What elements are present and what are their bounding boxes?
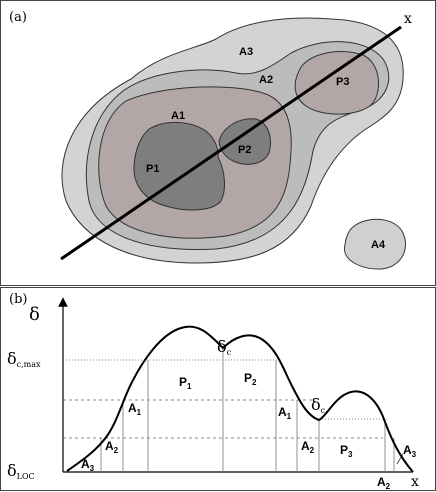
region-p1	[133, 122, 226, 211]
label-a2: A2	[259, 74, 273, 86]
label-b-a1-right: A1	[278, 405, 292, 421]
x-axis-label-b: x	[411, 474, 419, 490]
delta-c-2: δc	[311, 395, 326, 415]
label-b-p3: P3	[340, 443, 353, 459]
delta-c-max: δc,max	[7, 349, 41, 369]
panel-b: (b) δ x δc,max δLOC δc δc P1 P2 P3 A1 A2…	[0, 287, 436, 491]
delta-loc: δLOC	[7, 461, 35, 481]
label-b-a3-right: A3	[403, 443, 417, 459]
delta-c-1: δc	[217, 337, 232, 357]
panel-a: (a) x A3 A2 A1 P1 P2 P3 A4	[0, 0, 436, 286]
label-a3: A3	[239, 46, 253, 58]
label-b-a3-left: A3	[81, 457, 95, 473]
label-b-a2-left: A2	[105, 439, 119, 455]
contour-diagram: (a) x A3 A2 A1 P1 P2 P3 A4	[9, 10, 412, 270]
panel-b-tag: (b)	[9, 292, 27, 307]
label-b-p1: P1	[179, 375, 192, 391]
profile-diagram: (b) δ x δc,max δLOC δc δc P1 P2 P3 A1 A2…	[7, 292, 419, 491]
label-b-p2: P2	[244, 371, 257, 387]
panel-a-tag: (a)	[9, 10, 27, 25]
label-p1: P1	[146, 163, 159, 175]
label-b-a2-right: A2	[301, 439, 315, 455]
profile-curve	[66, 325, 414, 473]
x-axis-label: x	[404, 11, 412, 27]
y-axis-symbol: δ	[29, 304, 40, 325]
region-a1-p3	[294, 51, 380, 115]
label-p2: P2	[238, 144, 251, 156]
region-a4	[343, 218, 406, 270]
label-b-a1-left: A1	[128, 401, 142, 417]
label-a4: A4	[371, 239, 386, 251]
region-p2	[218, 118, 271, 165]
x-axis-line	[60, 25, 402, 261]
label-a1: A1	[171, 110, 185, 122]
label-p3: P3	[336, 76, 349, 88]
label-b-a2-bottom: A2	[377, 475, 391, 491]
